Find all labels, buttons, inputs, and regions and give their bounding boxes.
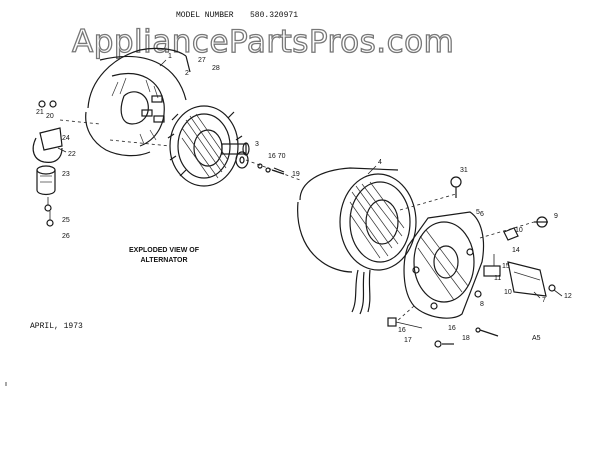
callout-17: 17 [404,337,412,344]
callout-16b: 16 [448,325,456,332]
callout-2: 2 [185,70,189,77]
callout-26: 26 [62,233,70,240]
callouts: 1 2 3 4 5 6 7 8 9 10 10 11 12 14 15 16 1… [36,53,572,344]
callout-14: 14 [512,247,520,254]
callout-10a: 10 [515,227,523,234]
end-bell-housing [85,47,191,157]
callout-10b: 10 [504,289,512,296]
callout-12: 12 [564,293,572,300]
callout-21: 21 [36,109,44,116]
diode-bridge-hardware [474,216,556,298]
callout-23: 23 [62,171,70,178]
caption-line-2: ALTERNATOR [140,257,187,264]
callout-1: 1 [168,53,172,60]
callout-15: 15 [502,263,510,270]
callout-6: 6 [480,211,484,218]
callout-7: 7 [542,297,546,304]
alignment-lines [59,119,535,323]
callout-31: 31 [460,167,468,174]
callout-9: 9 [554,213,558,220]
drawing-code: A5 [532,335,541,342]
callout-16a: 16 [398,327,406,334]
rotor-fan [167,105,243,187]
callout-5: 5 [476,209,480,216]
callout-16-70: 16 70 [268,153,286,160]
rear-end-bracket [403,176,485,319]
callout-8: 8 [480,301,484,308]
callout-3: 3 [255,141,259,148]
rotor-shaft [221,142,301,181]
drawing-date: APRIL, 1973 [30,322,83,331]
callout-22: 22 [68,151,76,158]
callout-4: 4 [378,159,382,166]
callout-20: 20 [46,113,54,120]
model-number-label: MODEL NUMBER [176,11,234,20]
caption-line-1: EXPLODED VIEW OF [129,247,200,254]
callout-24: 24 [62,135,70,142]
callout-18: 18 [462,335,470,342]
callout-28: 28 [212,65,220,72]
brush-holder-assembly [32,100,63,227]
leader-lines [57,59,563,299]
callout-19: 19 [292,171,300,178]
callout-11: 11 [494,275,501,282]
callout-27: 27 [198,57,206,64]
watermark: AppliancePartsPros.com [72,24,454,60]
callout-25: 25 [62,217,70,224]
model-number-value: 580.320971 [250,11,298,20]
stator-assembly [297,167,417,315]
